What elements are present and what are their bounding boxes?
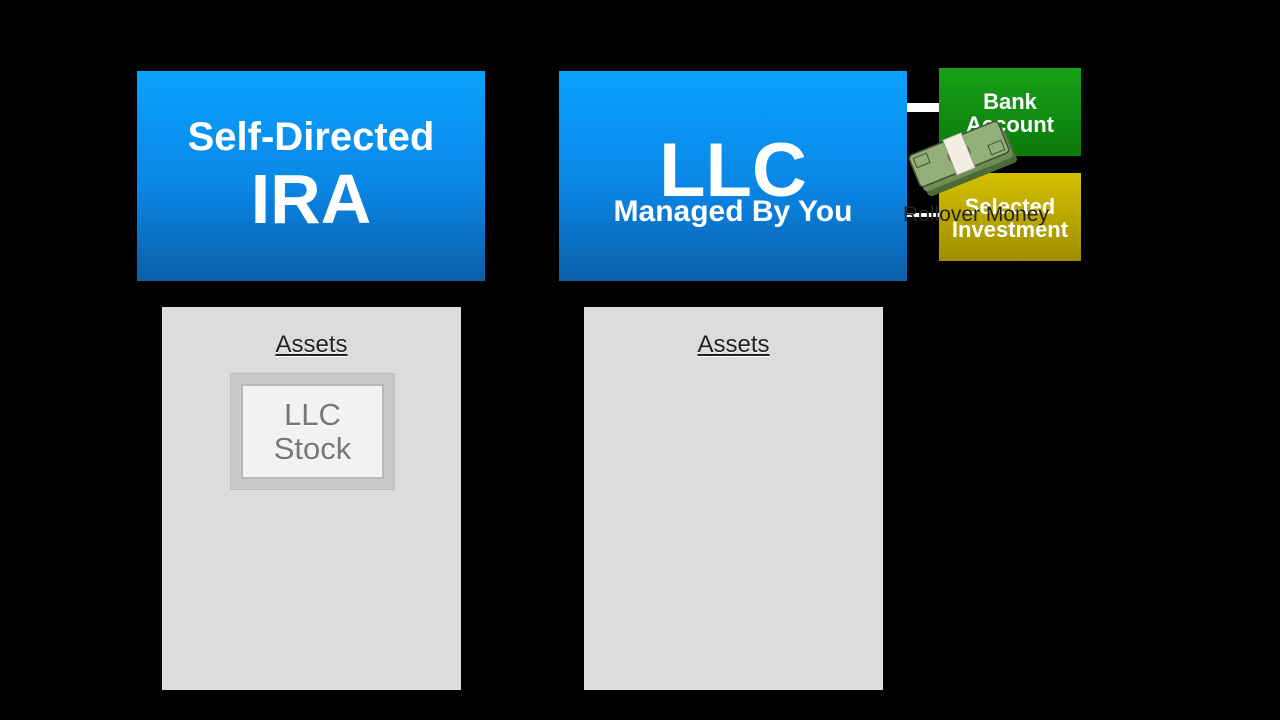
money-stack-icon [908,120,1017,197]
connector-to-bank [907,103,941,112]
llc-stock-label: LLC Stock [241,384,384,479]
investment-line1: Selected [964,194,1056,219]
llc-title: LLC [659,128,807,213]
llc-box: LLC Managed By You [559,71,907,281]
llc-subtitle: Managed By You [613,195,853,228]
rollover-money-label: Rollover Money [903,203,1049,226]
connector-to-investment [907,213,941,217]
ira-title-line2: IRA [250,160,372,238]
bank-line1: Bank [983,89,1037,114]
ira-assets-title: Assets [275,331,348,358]
llc-stock-certificate: LLC Stock [230,373,395,490]
stock-line1: LLC [284,396,341,432]
ira-box: Self-Directed IRA [137,71,485,281]
investment-line2: Investment [951,217,1069,242]
ira-assets-panel: Assets LLC Stock [162,307,461,690]
ira-title-line1: Self-Directed [187,115,435,159]
stock-line2: Stock [273,430,352,466]
llc-assets-title: Assets [697,331,770,358]
llc-assets-panel: Assets [584,307,883,690]
selected-investment-box: Selected Investment [939,173,1081,261]
